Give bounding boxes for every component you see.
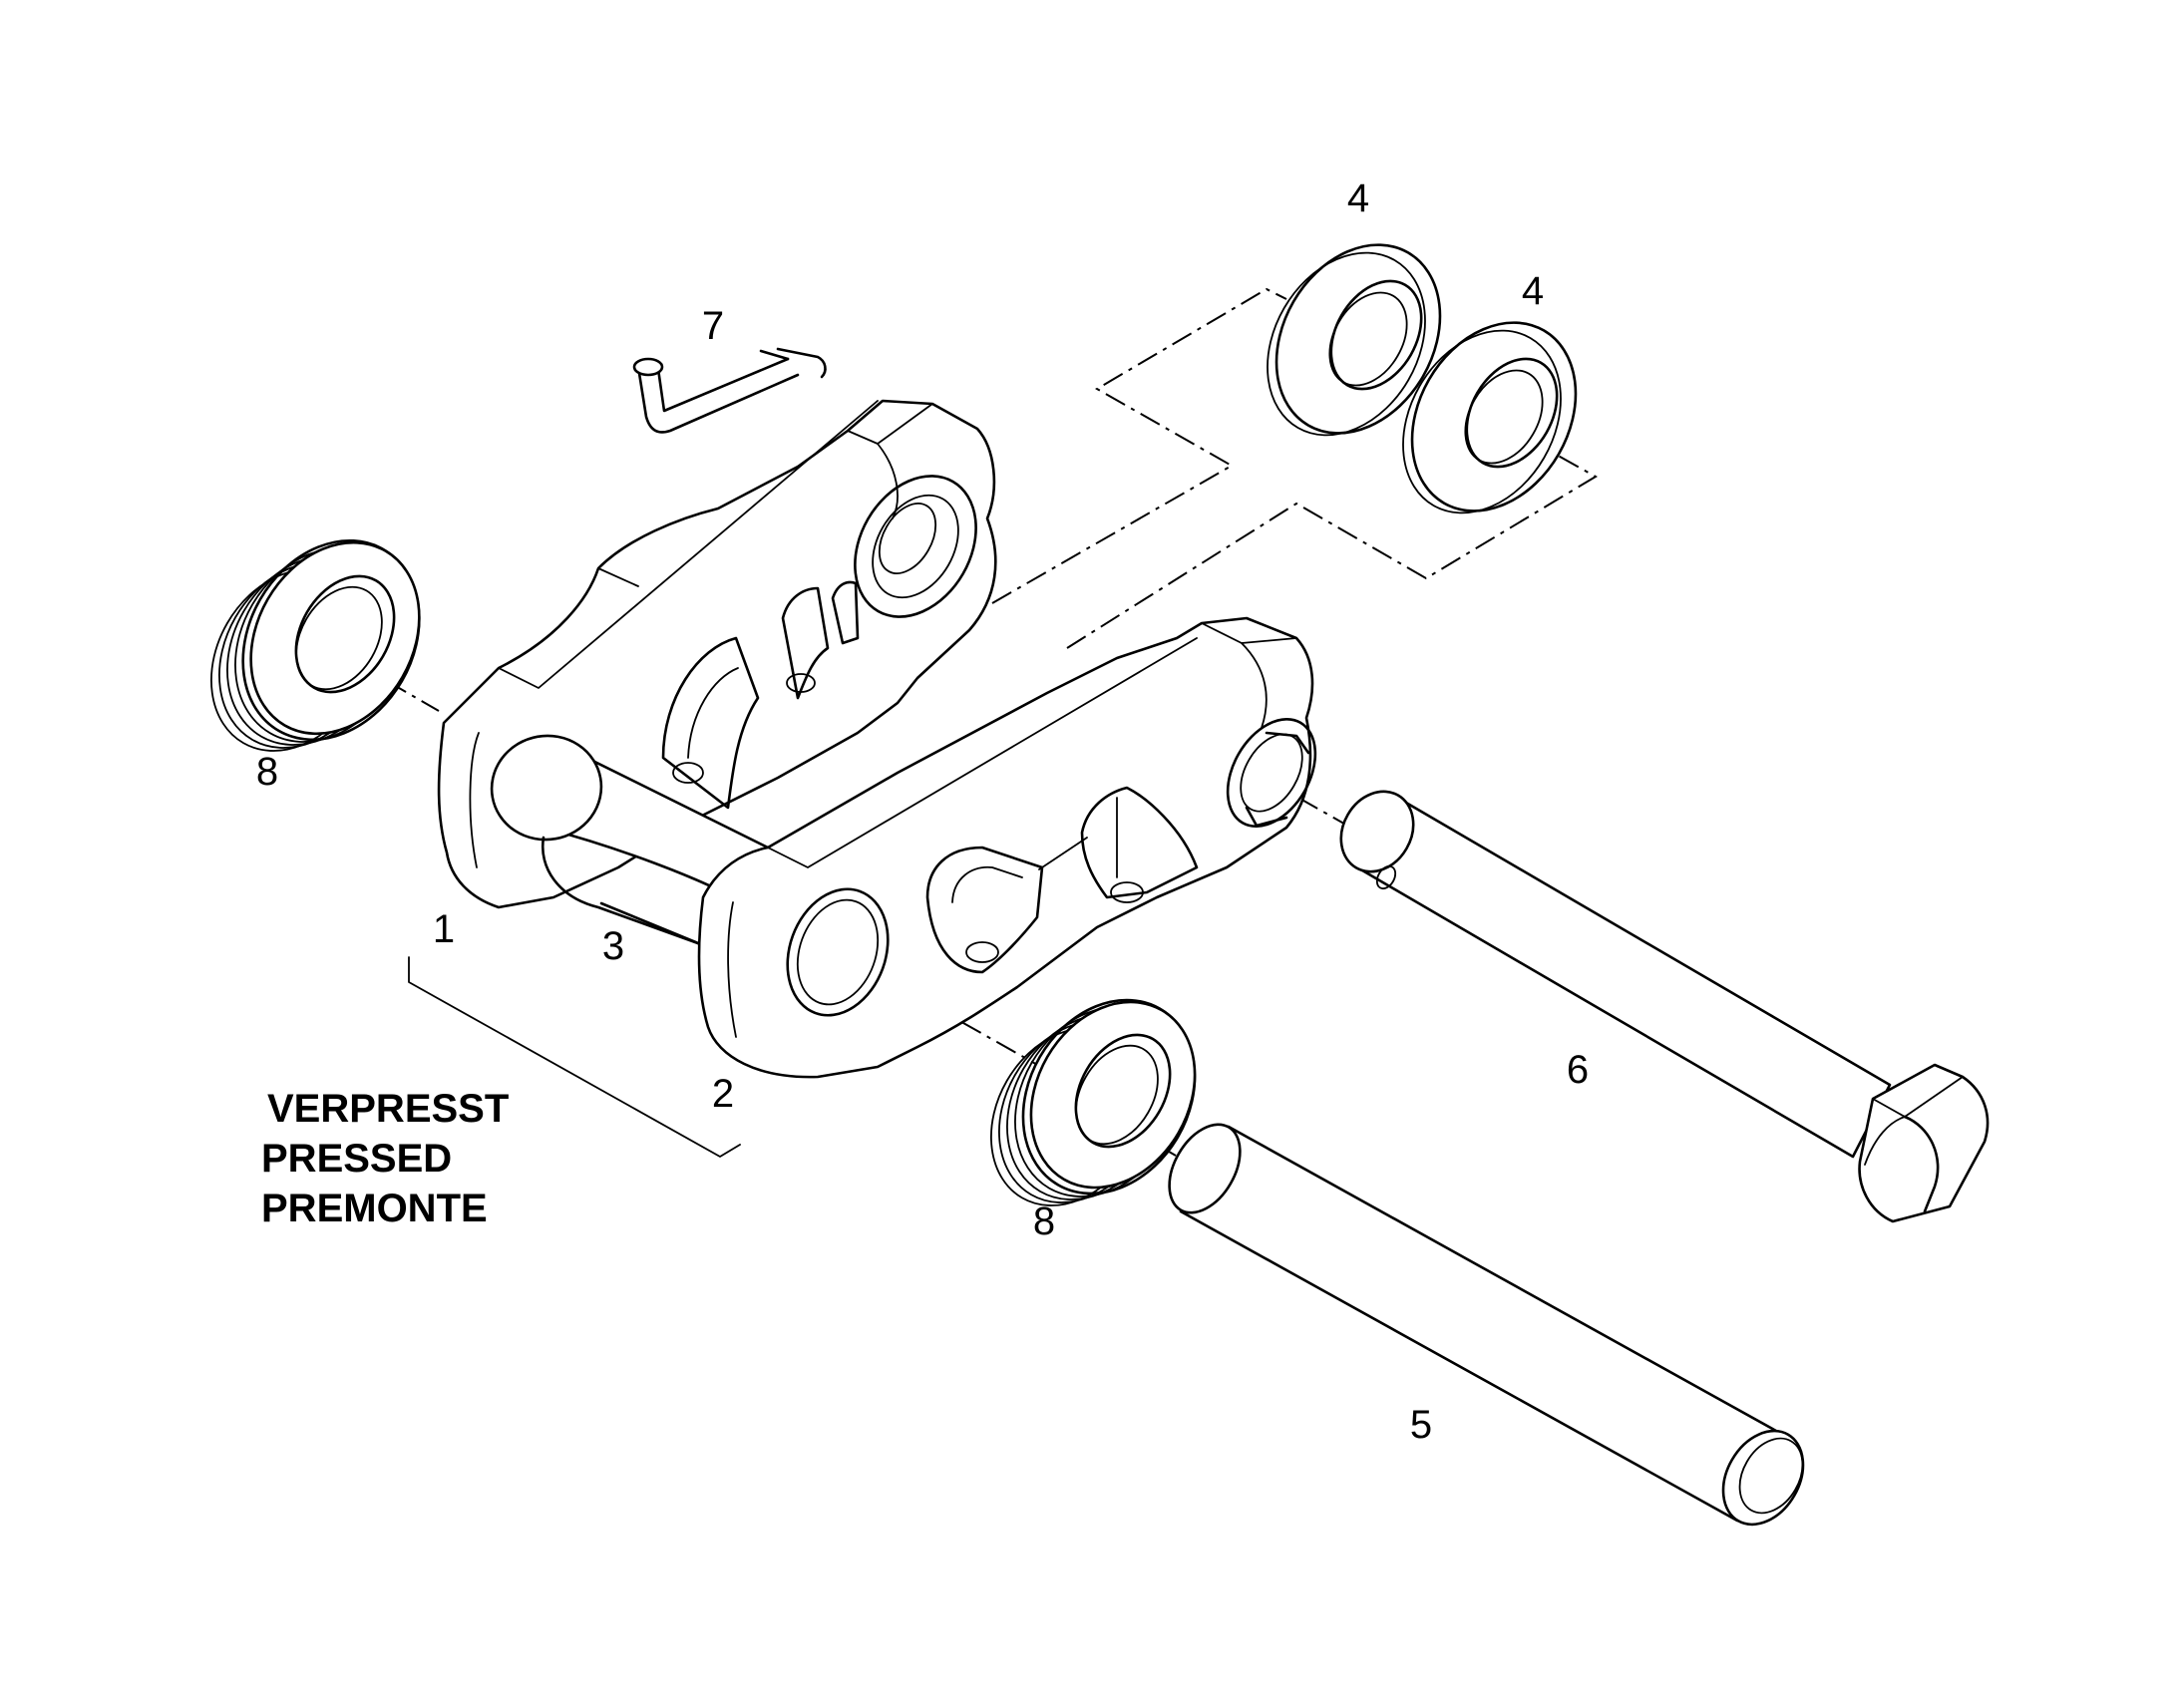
callout-5: 5 [1410, 1403, 1432, 1447]
callout-4-upper: 4 [1347, 176, 1369, 220]
callout-labels: 1 2 3 4 4 5 6 7 8 8 [256, 176, 1589, 1447]
note-line-french: PREMONTE [261, 1187, 488, 1230]
bushing [490, 734, 790, 974]
callout-3: 3 [602, 924, 624, 968]
pressed-note: VERPRESST PRESSED PREMONTE [261, 1087, 509, 1230]
callout-8-right: 8 [1033, 1199, 1055, 1243]
callout-1: 1 [433, 907, 455, 951]
callout-8-left: 8 [256, 750, 278, 794]
callout-7: 7 [702, 304, 724, 348]
seal-ring-upper [1267, 243, 1442, 437]
seal-ring-lower [1402, 321, 1578, 514]
note-line-german: VERPRESST [267, 1087, 509, 1131]
ribbed-seal-left [210, 538, 421, 752]
ribbed-seal-right [990, 998, 1197, 1206]
note-line-english: PRESSED [261, 1137, 452, 1181]
callout-6: 6 [1567, 1048, 1589, 1092]
bent-pin [632, 347, 827, 434]
headed-pin [1339, 790, 1990, 1223]
plain-pin [1168, 1123, 1805, 1527]
front-track-link [697, 616, 1317, 1079]
pressed-assembly-bracket [408, 956, 741, 1158]
callout-2: 2 [712, 1072, 734, 1116]
callout-4-lower: 4 [1522, 269, 1544, 313]
